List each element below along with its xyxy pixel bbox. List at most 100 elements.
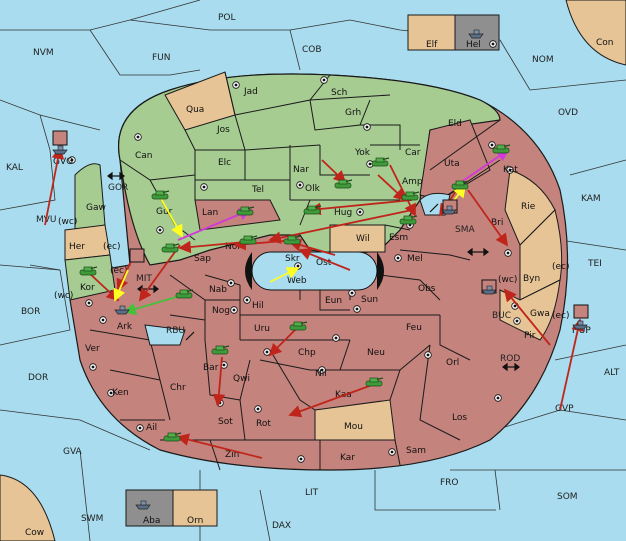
label-qwi: Qwi	[233, 374, 250, 384]
label-buc: BUC	[492, 311, 511, 321]
channel-markers	[107, 171, 520, 372]
label-sot: Sot	[218, 417, 233, 427]
label-rod: ROD	[500, 354, 520, 364]
label-orn: Orn	[187, 516, 203, 526]
label-ovd: OVD	[558, 108, 578, 118]
region-orn[interactable]	[172, 489, 218, 527]
label-byn: Byn	[523, 274, 540, 284]
label-rbu: RBU	[166, 326, 185, 336]
label-kal: KAL	[6, 163, 23, 173]
label-kar: Kar	[340, 453, 355, 463]
label-esm: Esm	[389, 233, 408, 243]
coast-wc-byn: (wc)	[498, 275, 517, 285]
label-hil: Hil	[252, 301, 264, 311]
label-dax: DAX	[272, 521, 291, 531]
label-gvg: GVG	[53, 157, 73, 167]
sea-rbu-inlet	[144, 324, 186, 346]
label-olk: Olk	[305, 184, 321, 194]
label-lan: Lan	[202, 208, 218, 218]
label-gva: GVA	[63, 447, 83, 457]
label-eun: Eun	[325, 296, 342, 306]
label-nom: NOM	[532, 55, 554, 65]
label-nor: Nor	[225, 242, 241, 252]
label-aba: Aba	[143, 516, 160, 526]
label-swm: SWM	[81, 514, 103, 524]
label-bar: Bar	[203, 363, 219, 373]
label-ark: Ark	[117, 322, 133, 332]
coast-ec-gwa: (ec)	[552, 311, 570, 321]
label-nil: Nil	[315, 369, 327, 379]
coast-ec-mit: (ec)	[110, 266, 128, 276]
central-lake	[245, 251, 384, 291]
label-chr: Chr	[170, 383, 186, 393]
label-mou: Mou	[344, 422, 363, 432]
label-sch: Sch	[331, 88, 347, 98]
label-nog: Nog	[212, 306, 230, 316]
label-sun: Sun	[361, 295, 378, 305]
label-bor: BOR	[21, 307, 40, 317]
label-lit: LIT	[305, 488, 319, 498]
label-zin: Zin	[225, 450, 239, 460]
label-dor: DOR	[28, 373, 48, 383]
label-pir: Pir	[524, 331, 536, 341]
label-uru: Uru	[254, 324, 270, 334]
label-ail: Ail	[146, 423, 157, 433]
label-nab: Nab	[209, 285, 227, 295]
label-chp: Chp	[298, 348, 316, 358]
label-pol: POL	[218, 13, 236, 23]
label-sap: Sap	[194, 254, 211, 264]
label-rie: Rie	[521, 202, 536, 212]
label-her: Her	[69, 242, 85, 252]
label-los: Los	[452, 413, 467, 423]
label-kor: Kor	[80, 283, 95, 293]
region-wil[interactable]	[329, 224, 386, 253]
label-yok: Yok	[354, 148, 371, 158]
label-gur: Gur	[156, 207, 173, 217]
region-elf[interactable]	[407, 14, 456, 51]
label-fro: FRO	[440, 478, 459, 488]
label-fun: FUN	[152, 53, 171, 63]
coast-wc-gvg: (wc)	[58, 217, 77, 227]
label-cob: COB	[302, 45, 322, 55]
label-hug: Hug	[334, 208, 352, 218]
label-hel: Hel	[466, 40, 481, 50]
label-gvp: GVP	[555, 404, 574, 414]
label-alt: ALT	[604, 368, 620, 378]
label-con: Con	[596, 38, 614, 48]
label-mit: MIT	[136, 274, 152, 284]
region-gwa[interactable]	[499, 279, 561, 341]
label-sma: SMA	[455, 225, 475, 235]
label-orl: Orl	[446, 358, 459, 368]
label-elc: Elc	[218, 158, 231, 168]
label-gwa: Gwa	[530, 309, 550, 319]
label-jad: Jad	[243, 87, 258, 97]
coast-markers: (wc) (ec) (ec) (wc) (wc) (ec) (ec)	[54, 217, 570, 321]
label-neu: Neu	[367, 348, 385, 358]
label-skr: Skr	[285, 254, 300, 264]
label-gaw: Gaw	[86, 203, 106, 213]
label-mel: Mel	[407, 254, 423, 264]
label-ken: Ken	[112, 388, 129, 398]
label-eld: Eld	[448, 119, 462, 129]
fleet-units	[52, 29, 589, 510]
label-tel: Tel	[251, 185, 264, 195]
coast-ec-her: (ec)	[103, 242, 121, 252]
label-tei: TEI	[587, 259, 602, 269]
label-bri: Bri	[491, 218, 503, 228]
label-nar: Nar	[293, 165, 309, 175]
label-wil: Wil	[356, 234, 370, 244]
label-can: Can	[135, 151, 153, 161]
label-elf: Elf	[426, 40, 438, 50]
label-obs: Obs	[418, 284, 436, 294]
label-uta: Uta	[444, 159, 460, 169]
label-sam: Sam	[406, 446, 426, 456]
coast-wc-kor: (wc)	[54, 291, 73, 301]
land-labels: Con Elf Hel Cow Aba Orn Jad Sch Qua Jos …	[25, 38, 614, 538]
label-kam: KAM	[581, 194, 601, 204]
label-nvm: NVM	[33, 48, 54, 58]
label-rot: Rot	[256, 419, 271, 429]
label-ost: Ost	[316, 258, 332, 268]
region-gaw[interactable]	[74, 163, 106, 231]
